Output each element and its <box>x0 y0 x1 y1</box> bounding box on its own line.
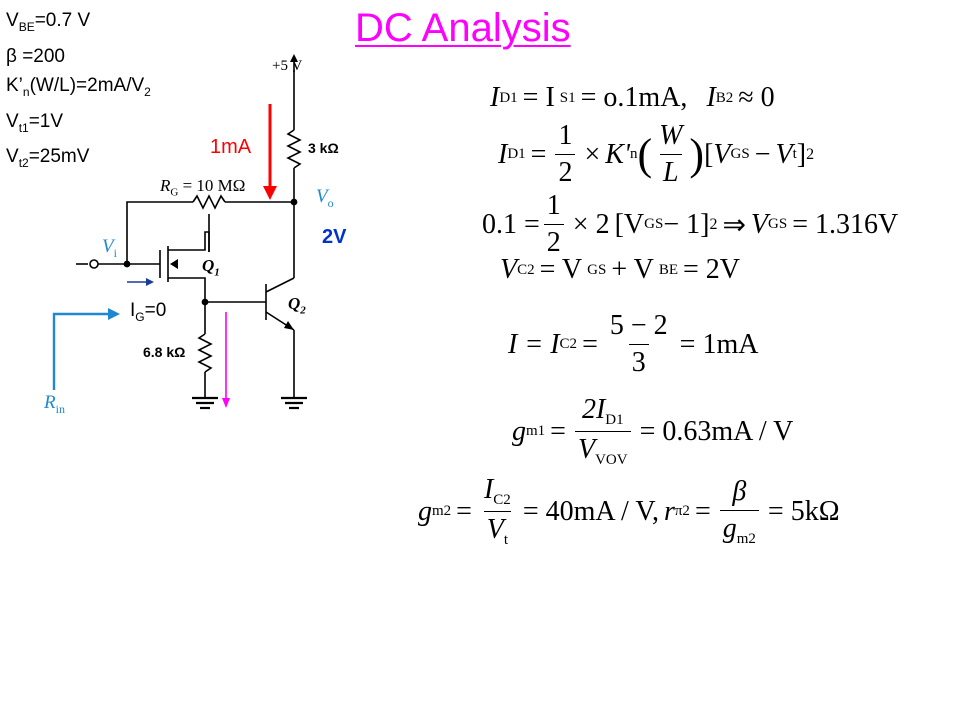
pink-arrow-head <box>222 398 230 408</box>
collector-voltage-label: 2V <box>322 226 347 248</box>
re-label: 6.8 kΩ <box>143 344 186 360</box>
vi-terminal <box>89 259 99 269</box>
param-vt1: Vt1=1V <box>6 110 64 135</box>
rin-arrowhead <box>108 308 120 320</box>
q2-emitter-arrow <box>284 321 294 330</box>
q1-drain <box>168 231 210 252</box>
rg-resistor <box>192 194 226 210</box>
ground-q1 <box>192 396 218 410</box>
re-resistor <box>197 333 213 373</box>
ig-arrow-head <box>146 278 154 286</box>
param-vbe: VBE=0.7 V <box>6 10 91 34</box>
feedback-wire-left <box>126 201 193 262</box>
collector-current-label: 1mA <box>210 136 252 158</box>
parameter-list: VBE=0.7 V β =200 K’n(W/L)=2mA/V2 Vt1=1V … <box>6 6 151 178</box>
rin-label: Rin <box>44 392 65 416</box>
current-arrow-head <box>263 186 277 200</box>
q1-arrow <box>170 259 178 269</box>
q1-label: Q1 <box>202 256 220 279</box>
gate-current-label: IG=0 <box>130 300 167 324</box>
ground-q2 <box>281 396 307 410</box>
q2-label: Q2 <box>288 294 306 317</box>
rin-arrow <box>52 312 110 390</box>
param-vt2: Vt2=25mV <box>6 146 90 171</box>
q1-source <box>168 277 206 302</box>
rg-label: RG = 10 MΩ <box>160 176 246 199</box>
circuit-schematic <box>52 54 307 410</box>
page-title: DC Analysis <box>355 6 571 50</box>
rc-label: 3 kΩ <box>308 140 339 156</box>
vi-node <box>123 260 131 268</box>
vo-label: Vo <box>316 186 334 210</box>
param-beta: β =200 <box>6 45 66 67</box>
q2-collector <box>265 277 295 293</box>
supply-label: +5 V <box>272 58 303 74</box>
vi-label: Vi <box>102 236 117 260</box>
rc-resistor <box>286 129 302 169</box>
supply-arrow-head <box>290 54 298 62</box>
param-kn: K’n(W/L)=2mA/V2 <box>6 74 151 99</box>
